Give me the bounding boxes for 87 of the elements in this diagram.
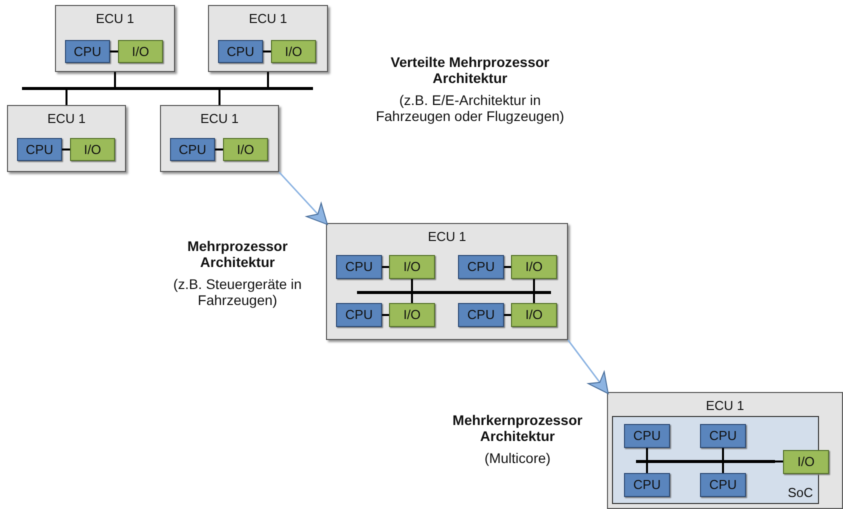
cpu-label: CPU [632,428,662,443]
ecu-box [55,5,175,72]
connector-line [722,463,724,473]
bus-line [22,87,313,90]
connector-line [775,460,783,462]
io-label: I/O [524,307,544,322]
cpu-label: CPU [632,477,662,492]
cpu-label: CPU [24,142,54,157]
connector-line [110,50,118,52]
io-label: I/O [236,142,256,157]
connector-line [722,448,724,460]
connector-line [533,294,535,303]
cpu-box [170,138,215,161]
ecu-box [208,5,328,72]
cpu-label: CPU [708,477,738,492]
ecu-label: ECU 1 [248,11,288,26]
ecu-label: ECU 1 [46,111,87,126]
section-note: (z.B. E/E-Architektur in Fahrzeugen oder Flugzeugen) [374,92,566,124]
cpu-box [458,255,504,279]
cpu-box [700,424,746,448]
cpu-box [17,138,62,161]
cpu-box [700,473,746,497]
io-label: I/O [130,44,150,59]
io-label: I/O [524,259,544,274]
cpu-label: CPU [708,428,738,443]
connector-line [411,279,413,291]
cpu-box [218,40,263,63]
io-label: I/O [796,454,816,469]
ecu-label: ECU 1 [426,229,468,244]
io-box [223,138,268,161]
io-box [70,138,115,161]
cpu-box [624,473,670,497]
connector-line [382,266,389,268]
ecu-label: ECU 1 [704,398,746,413]
cpu-box [65,40,110,63]
connector-line [504,266,511,268]
soc-label: SoC [788,485,813,500]
connector-line [66,90,68,105]
chevron-arrow [278,172,328,225]
ecu-box [607,392,843,509]
io-box [118,40,163,63]
cpu-box [336,255,382,279]
io-box [783,450,829,474]
connector-line [382,314,389,316]
bus-line [636,460,775,463]
chevron-arrow [567,340,609,394]
ecu-box [326,223,568,340]
cpu-box [624,424,670,448]
io-label: I/O [82,142,102,157]
cpu-label: CPU [344,307,374,322]
ecu-box [160,105,279,172]
io-box [271,40,316,63]
io-label: I/O [402,259,422,274]
connector-line [114,72,116,87]
io-box [389,303,435,327]
cpu-label: CPU [72,44,102,59]
connector-line [646,463,648,473]
io-box [511,255,557,279]
io-label: I/O [284,44,304,59]
connector-line [263,50,271,52]
connector-line [646,448,648,460]
connector-line [411,294,413,303]
section-note: (z.B. Steuergeräte in Fahrzeugen) [172,276,303,308]
connector-line [267,72,269,87]
connector-line [504,314,511,316]
connector-line [218,90,220,105]
cpu-label: CPU [344,259,374,274]
section-heading: Verteilte Mehrprozessor Architektur [390,54,550,86]
io-box [389,255,435,279]
cpu-label: CPU [178,142,208,157]
section-heading: Mehrkernprozessor Architektur [452,412,584,444]
cpu-label: CPU [466,259,496,274]
section-heading: Mehrprozessor Architektur [186,238,289,270]
cpu-label: CPU [226,44,256,59]
cpu-label: CPU [466,307,496,322]
connector-line [215,148,223,150]
connector-line [62,148,70,150]
io-label: I/O [402,307,422,322]
cpu-box [336,303,382,327]
ecu-label: ECU 1 [94,11,136,26]
connector-line [533,279,535,291]
io-box [511,303,557,327]
section-note: (Multicore) [483,450,552,466]
cpu-box [458,303,504,327]
ecu-label: ECU 1 [199,111,240,126]
ecu-box [7,105,126,172]
bus-line [357,291,551,294]
